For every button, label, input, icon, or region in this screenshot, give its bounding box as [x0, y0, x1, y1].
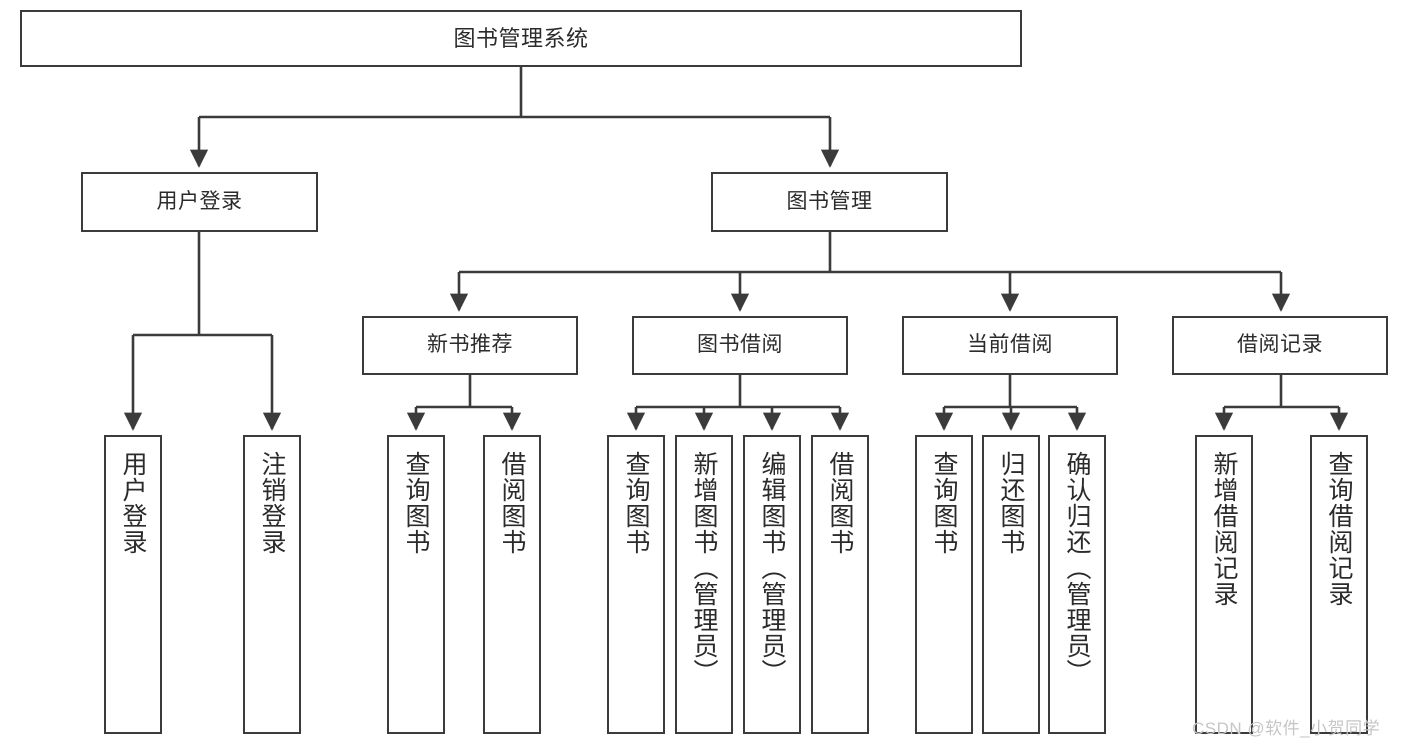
leaf-borrow-books-recommend[interactable]: 借阅图书: [483, 435, 541, 734]
node-label: 查询图书: [930, 451, 958, 555]
leaf-confirm-return-admin[interactable]: 确认归还（管理员）: [1048, 435, 1106, 734]
node-label: 新书推荐: [427, 333, 513, 357]
leaf-borrow-books[interactable]: 借阅图书: [811, 435, 869, 734]
node-label: 图书借阅: [697, 333, 783, 357]
leaf-query-books-borrowing[interactable]: 查询图书: [607, 435, 665, 734]
leaf-return-books[interactable]: 归还图书: [982, 435, 1040, 734]
node-label: 查询图书: [402, 451, 430, 555]
leaf-logout[interactable]: 注销登录: [243, 435, 301, 734]
leaf-query-borrow-record[interactable]: 查询借阅记录: [1310, 435, 1368, 734]
node-label: 借阅图书: [498, 451, 526, 555]
node-label: 借阅图书: [826, 451, 854, 555]
node-label: 新增借阅记录: [1210, 451, 1238, 607]
node-label: 当前借阅: [967, 333, 1053, 357]
node-label: 借阅记录: [1237, 333, 1323, 357]
node-label: 图书管理系统: [453, 25, 589, 51]
node-label: 查询借阅记录: [1325, 451, 1353, 607]
node-current-borrowing[interactable]: 当前借阅: [902, 316, 1118, 375]
node-label: 编辑图书（管理员）: [758, 451, 786, 685]
node-book-borrowing[interactable]: 图书借阅: [632, 316, 848, 375]
leaf-query-books-current[interactable]: 查询图书: [915, 435, 973, 734]
node-label: 图书管理: [786, 189, 873, 213]
node-label: 查询图书: [622, 451, 650, 555]
node-label: 用户登录: [119, 451, 147, 555]
node-label: 用户登录: [156, 189, 243, 213]
leaf-add-borrow-record[interactable]: 新增借阅记录: [1195, 435, 1253, 734]
node-book-management[interactable]: 图书管理: [711, 172, 948, 232]
leaf-add-book-admin[interactable]: 新增图书（管理员）: [675, 435, 733, 734]
node-user-login[interactable]: 用户登录: [81, 172, 318, 232]
leaf-user-login[interactable]: 用户登录: [104, 435, 162, 734]
node-label: 确认归还（管理员）: [1063, 451, 1091, 685]
node-borrowing-records[interactable]: 借阅记录: [1172, 316, 1388, 375]
node-new-book-recommendation[interactable]: 新书推荐: [362, 316, 578, 375]
leaf-query-books-recommend[interactable]: 查询图书: [387, 435, 445, 734]
node-label: 归还图书: [997, 451, 1025, 555]
watermark: CSDN @软件_小贺同学: [1192, 719, 1381, 738]
node-label: 新增图书（管理员）: [690, 451, 718, 685]
leaf-edit-book-admin[interactable]: 编辑图书（管理员）: [743, 435, 801, 734]
node-label: 注销登录: [258, 451, 286, 555]
node-root-book-management-system[interactable]: 图书管理系统: [20, 10, 1022, 67]
